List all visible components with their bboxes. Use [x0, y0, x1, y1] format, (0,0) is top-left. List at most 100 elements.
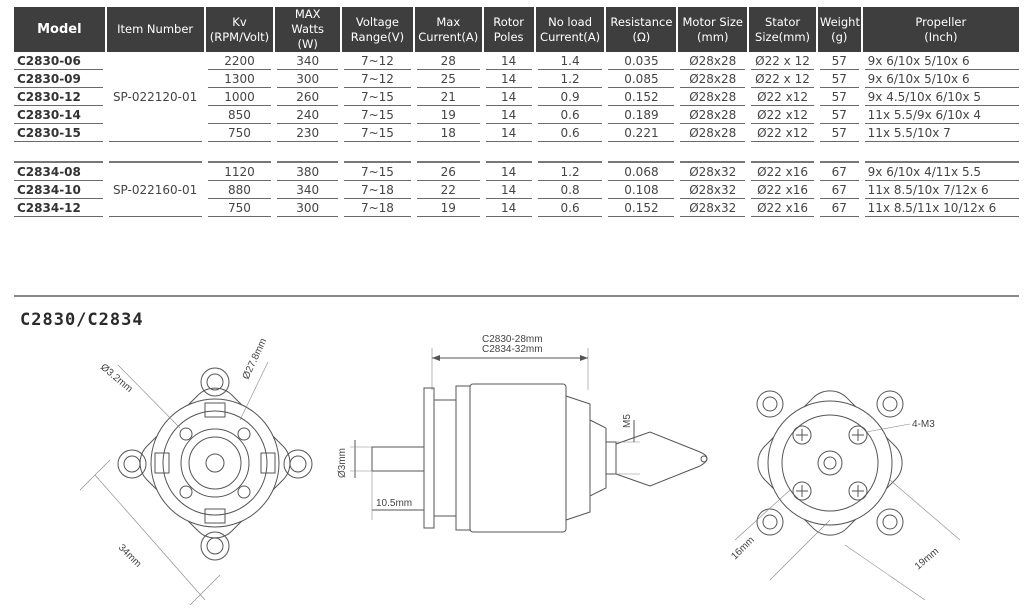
table-cell: 0.152	[605, 198, 681, 217]
table-cell: Ø22 x16	[748, 162, 820, 181]
table-cell: 0.068	[605, 162, 681, 181]
table-cell: 18	[413, 123, 486, 142]
model-cell: C2830-14	[14, 105, 109, 124]
table-cell: 57	[816, 52, 865, 70]
table-cell: 0.108	[605, 180, 681, 199]
column-header: Item Number	[105, 7, 206, 52]
rear-view: 4-M3 16mm 19mm	[729, 390, 961, 601]
table-cell: 7~18	[340, 198, 417, 217]
item-number-cell	[105, 52, 208, 70]
table-cell: 67	[816, 180, 865, 199]
table-cell: 28	[413, 52, 486, 70]
table-cell: 1120	[204, 162, 278, 181]
table-cell: 26	[413, 162, 486, 181]
table-cell: 1.4	[534, 52, 609, 70]
table-cell: Ø28x32	[677, 198, 752, 217]
model-cell: C2834-10	[14, 180, 109, 199]
table-cell: 7~15	[340, 105, 417, 124]
table-cell: 25	[413, 69, 486, 88]
side-shaft-len-label: 10.5mm	[376, 498, 412, 509]
side-shaft-dia-label: Ø3mm	[337, 448, 348, 478]
model-cell: C2830-06	[14, 52, 109, 70]
table-cell: 22	[413, 180, 486, 199]
table-cell: 1300	[204, 69, 278, 88]
table-cell: 57	[816, 69, 865, 88]
drawing-title: C2830/C2834	[20, 310, 144, 330]
table-cell: Ø28x32	[677, 180, 752, 199]
column-header: Propeller(Inch)	[861, 7, 1019, 52]
model-cell: C2830-15	[14, 123, 109, 142]
side-nut-label: M5	[622, 414, 633, 428]
model-cell: C2834-08	[14, 162, 109, 181]
table-cell: 14	[482, 69, 538, 88]
table-cell: 2200	[204, 52, 278, 70]
rear-dim-b-label: 19mm	[913, 546, 941, 572]
table-cell: 850	[204, 105, 278, 124]
table-cell: Ø28x28	[677, 52, 752, 70]
model-cell: C2830-09	[14, 69, 109, 88]
table-cell: 11x 8.5/10x 7/12x 6	[861, 180, 1019, 199]
front-view: Ø3.2mm Ø27.8mm 34mm	[79, 337, 313, 606]
table-cell: 240	[274, 105, 344, 124]
group-spacer-row	[14, 141, 1019, 163]
table-cell: 9x 6/10x 5/10x 6	[861, 52, 1019, 70]
table-cell: 57	[816, 105, 865, 124]
table-cell: 14	[482, 87, 538, 106]
table-cell: 0.8	[534, 180, 609, 199]
table-cell: 380	[274, 162, 344, 181]
table-cell: Ø28x28	[677, 69, 752, 88]
model-cell: C2834-12	[14, 198, 109, 217]
side-length-2834-label: C2834-32mm	[482, 344, 543, 355]
table-cell: 7~15	[340, 162, 417, 181]
table-cell: 880	[204, 180, 278, 199]
column-header: MAX Watts(W)	[274, 7, 342, 52]
table-cell: 260	[274, 87, 344, 106]
item-number-cell	[105, 69, 208, 88]
table-cell: 19	[413, 198, 486, 217]
table-cell: 7~12	[340, 52, 417, 70]
table-cell: 0.189	[605, 105, 681, 124]
table-cell: 7~15	[340, 123, 417, 142]
table-cell: 9x 4.5/10x 6/10x 5	[861, 87, 1019, 106]
table-cell: 0.6	[534, 198, 609, 217]
rear-dim-a-label: 16mm	[729, 535, 756, 562]
table-cell: 57	[816, 87, 865, 106]
table-cell: Ø28x28	[677, 123, 752, 142]
table-cell: 14	[482, 52, 538, 70]
table-cell: 0.9	[534, 87, 609, 106]
table-cell: 300	[274, 198, 344, 217]
section-divider	[14, 295, 1019, 297]
table-cell: 11x 8.5/11x 10/12x 6	[861, 198, 1019, 217]
item-number-cell	[105, 198, 208, 217]
table-cell: Ø22 x 12	[748, 52, 820, 70]
item-number-cell	[105, 105, 208, 124]
item-number-cell: SP-022120-01	[105, 87, 208, 106]
table-cell: 7~15	[340, 87, 417, 106]
table-cell: 11x 5.5/10x 7	[861, 123, 1019, 142]
model-cell: C2830-12	[14, 87, 109, 106]
table-cell: 9x 6/10x 5/10x 6	[861, 69, 1019, 88]
table-cell: 9x 6/10x 4/11x 5.5	[861, 162, 1019, 181]
table-cell: Ø28x28	[677, 105, 752, 124]
table-cell: 21	[413, 87, 486, 106]
table-cell: Ø22 x16	[748, 198, 820, 217]
table-cell: 19	[413, 105, 486, 124]
side-length-2830-label: C2830-28mm	[482, 334, 543, 345]
table-cell: 1000	[204, 87, 278, 106]
table-cell: Ø28x28	[677, 87, 752, 106]
table-cell: 0.035	[605, 52, 681, 70]
table-cell: 67	[816, 162, 865, 181]
table-cell: 14	[482, 180, 538, 199]
table-cell: 14	[482, 162, 538, 181]
column-header: Motor Size(mm)	[677, 7, 750, 52]
